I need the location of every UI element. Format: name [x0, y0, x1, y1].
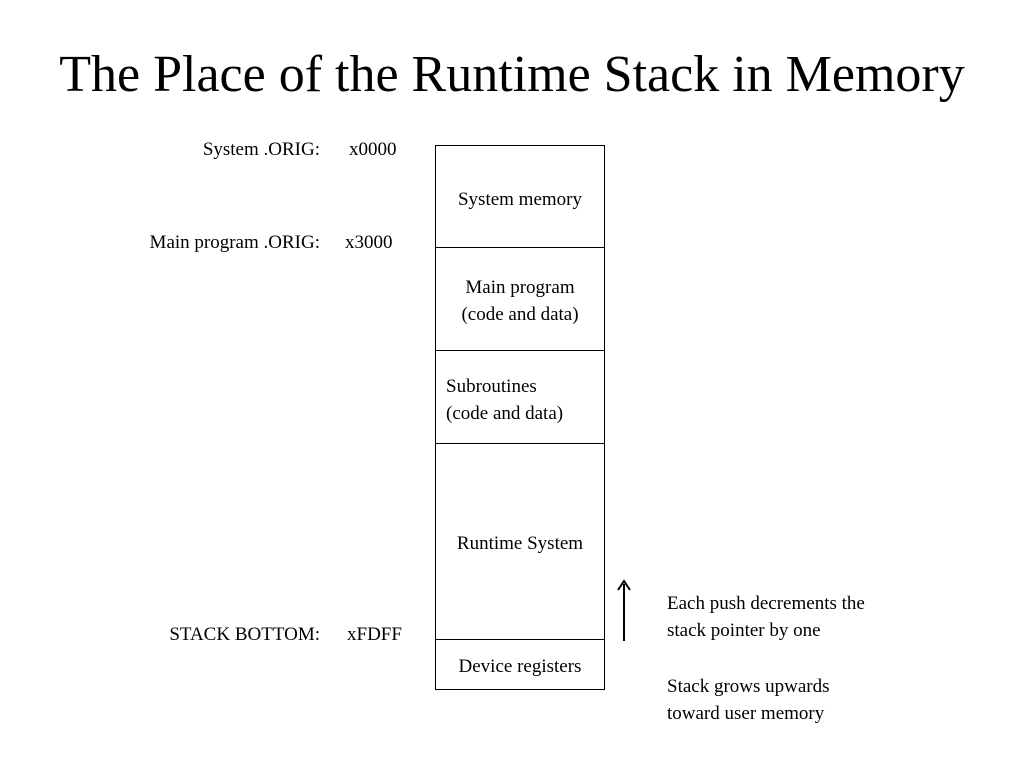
address-label-system-orig: System .ORIG:: [202, 139, 320, 160]
memory-block-device-registers: Device registers: [436, 640, 604, 689]
memory-map: System memory Main program (code and dat…: [435, 145, 605, 690]
address-label-stack-bottom: STACK BOTTOM:: [169, 624, 320, 645]
memory-block-label: Subroutines: [446, 376, 537, 397]
address-label-main-program-orig: Main program .ORIG:: [149, 232, 320, 253]
stack-growth-arrow-icon: [617, 579, 631, 641]
memory-block-label: Device registers: [458, 656, 582, 677]
note-growth-line-1: Stack grows upwards: [667, 676, 830, 697]
memory-block-subroutines: Subroutines (code and data): [436, 351, 604, 444]
note-growth-line-2: toward user memory: [667, 703, 825, 724]
memory-block-sublabel: (code and data): [461, 304, 579, 325]
memory-block-main-program: Main program (code and data): [436, 248, 604, 351]
memory-block-sublabel: (code and data): [446, 403, 564, 424]
address-value-main-program-orig: x3000: [345, 232, 393, 253]
note-push-line-1: Each push decrements the: [667, 593, 865, 614]
memory-block-label: Main program: [465, 277, 575, 298]
address-value-stack-bottom: xFDFF: [347, 624, 402, 645]
memory-block-label: Runtime System: [456, 533, 584, 554]
memory-block-system: System memory: [436, 146, 604, 248]
memory-block-label: System memory: [457, 189, 583, 210]
slide-title: The Place of the Runtime Stack in Memory: [59, 46, 965, 103]
note-push-line-2: stack pointer by one: [667, 620, 821, 641]
address-value-system-orig: x0000: [349, 139, 397, 160]
memory-block-runtime-system: Runtime System: [436, 444, 604, 640]
